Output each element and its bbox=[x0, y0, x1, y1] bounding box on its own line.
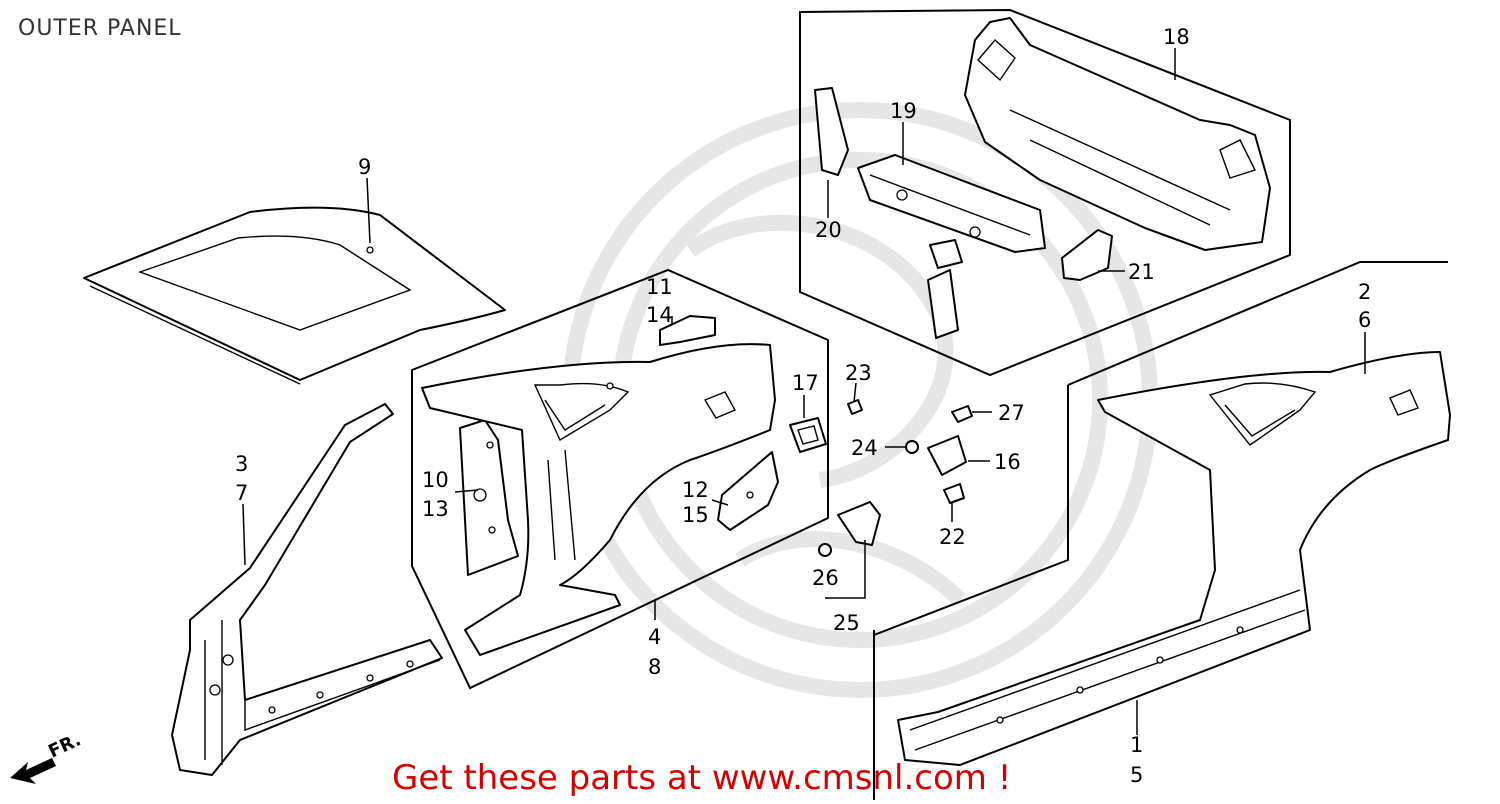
latch-bracket bbox=[837, 501, 881, 546]
callout-2: 2 bbox=[1358, 280, 1371, 304]
fuel-lid-housing bbox=[789, 417, 827, 453]
callout-5: 5 bbox=[1130, 763, 1143, 787]
callout-16: 16 bbox=[994, 450, 1021, 474]
callout-9: 9 bbox=[358, 155, 371, 179]
callout-25: 25 bbox=[833, 611, 860, 635]
bracket-19b bbox=[927, 269, 959, 339]
extension-20 bbox=[814, 87, 849, 176]
bracket-wheelhouse bbox=[717, 451, 779, 531]
callout-12: 12 bbox=[682, 478, 709, 502]
callout-13: 13 bbox=[422, 497, 449, 521]
page-title: OUTER PANEL bbox=[18, 16, 182, 41]
callout-23: 23 bbox=[845, 361, 872, 385]
clip-23 bbox=[847, 399, 863, 415]
bracket-19a bbox=[929, 239, 963, 269]
callout-8: 8 bbox=[648, 655, 661, 679]
fastener-26 bbox=[818, 543, 832, 557]
callout-15: 15 bbox=[682, 503, 709, 527]
quarter-panel-right-group-box-edge bbox=[1067, 261, 1448, 386]
front-direction-label: FR. bbox=[45, 729, 84, 762]
callout-7: 7 bbox=[235, 481, 248, 505]
front-direction-arrow: FR. bbox=[10, 729, 84, 784]
callout-10: 10 bbox=[422, 468, 449, 492]
callout-1: 1 bbox=[1130, 733, 1143, 757]
roof-panel bbox=[83, 206, 506, 385]
callout-24: 24 bbox=[851, 436, 878, 460]
fuel-lid bbox=[927, 435, 967, 476]
callout-3: 3 bbox=[235, 452, 248, 476]
quarter-panel-left-group-box bbox=[411, 268, 829, 690]
callout-20: 20 bbox=[815, 218, 842, 242]
callout-18: 18 bbox=[1163, 25, 1190, 49]
inner-pillar-reinforcement bbox=[459, 419, 519, 576]
quarter-panel-left bbox=[421, 343, 776, 656]
screw-27 bbox=[951, 405, 973, 423]
callout-19: 19 bbox=[890, 99, 917, 123]
callout-27: 27 bbox=[998, 401, 1025, 425]
clip-22 bbox=[943, 483, 965, 504]
quarter-panel-right-group-box-top bbox=[873, 385, 1069, 636]
callout-11: 11 bbox=[646, 275, 673, 299]
callout-17: 17 bbox=[792, 371, 819, 395]
front-pillar-sill bbox=[171, 403, 443, 776]
extension-21 bbox=[1061, 229, 1113, 281]
callout-26: 26 bbox=[812, 566, 839, 590]
callout-4: 4 bbox=[648, 625, 661, 649]
callout-22: 22 bbox=[939, 525, 966, 549]
bracket-upper bbox=[659, 315, 716, 346]
rear-panel bbox=[964, 17, 1271, 251]
promo-link-text[interactable]: Get these parts at www.cmsnl.com ! bbox=[392, 758, 1012, 798]
callout-6: 6 bbox=[1358, 308, 1371, 332]
rear-cross-member bbox=[857, 154, 1046, 253]
bolt-24 bbox=[905, 440, 919, 454]
side-panel-right bbox=[897, 351, 1451, 766]
callout-labels: 9 3 7 10 13 11 14 12 15 4 8 17 23 24 16 … bbox=[235, 25, 1371, 787]
callout-14: 14 bbox=[646, 303, 673, 327]
callout-21: 21 bbox=[1128, 260, 1155, 284]
leader-lines bbox=[242, 48, 1366, 735]
rear-panel-group-box bbox=[799, 8, 1291, 377]
